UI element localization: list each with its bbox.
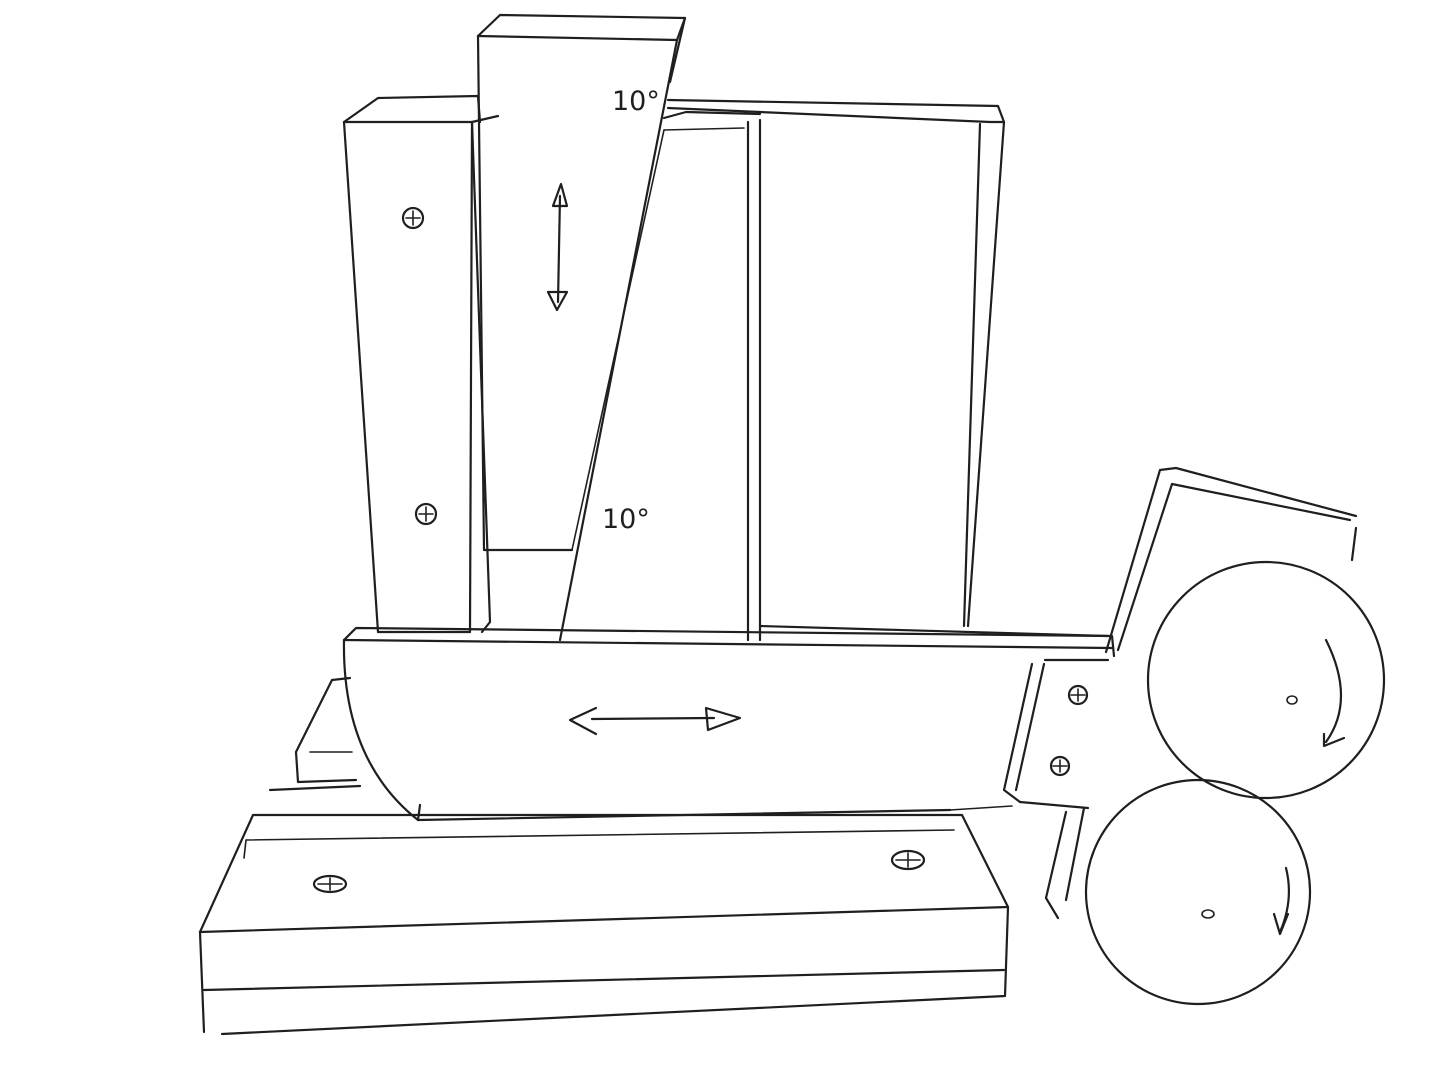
angle-label-top: 10° <box>612 86 660 117</box>
sliding-block <box>342 626 1116 822</box>
base-plate <box>198 813 1010 1036</box>
double-arrow-vertical-icon <box>546 182 569 312</box>
central-column <box>662 110 762 642</box>
screw-icon <box>312 874 348 894</box>
screw-icon <box>1067 684 1089 706</box>
screw-icon <box>890 849 926 871</box>
upper-roller <box>1146 560 1386 800</box>
screw-icon <box>414 502 438 526</box>
rear-step-block <box>268 676 362 792</box>
angled-wedge <box>476 13 687 642</box>
lower-roller <box>1084 778 1312 1006</box>
double-arrow-horizontal-icon <box>568 706 742 736</box>
left-upright-plate <box>342 94 500 634</box>
screw-icon <box>1049 755 1071 777</box>
rotation-arrow-icon <box>1322 638 1346 748</box>
back-wall <box>666 98 1110 638</box>
roller-bracket <box>1002 466 1358 920</box>
angle-label-bottom: 10° <box>602 504 650 535</box>
rotation-arrow-icon <box>1272 866 1290 936</box>
screw-icon <box>401 206 425 230</box>
